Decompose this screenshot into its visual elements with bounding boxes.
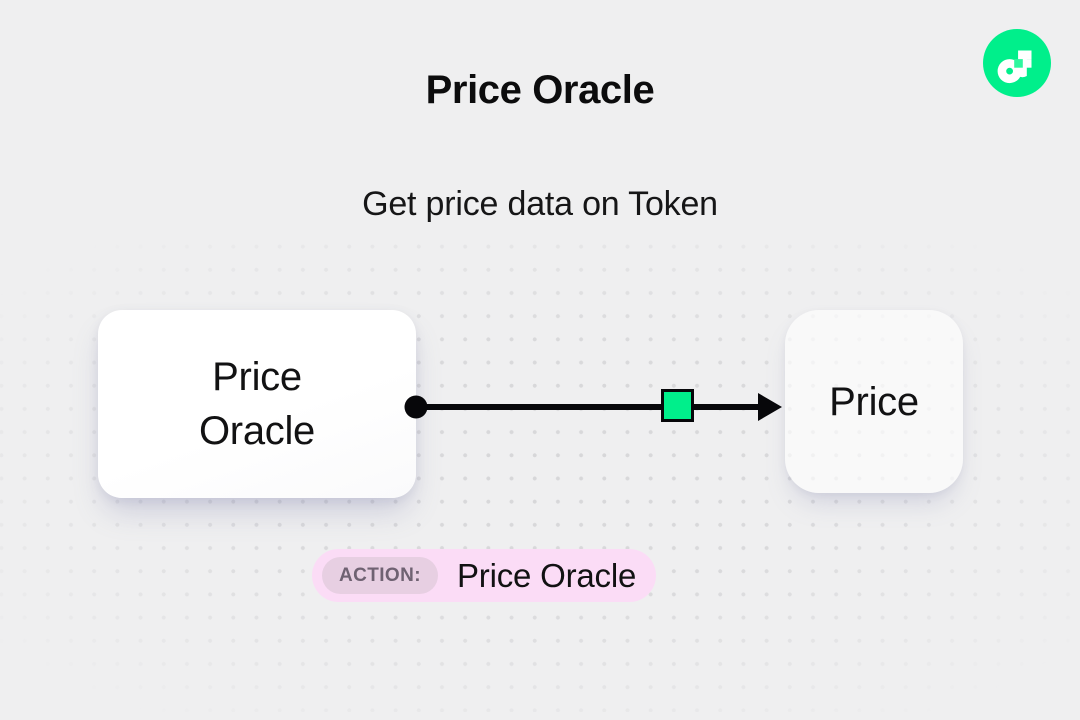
action-badge[interactable]: ACTION: Price Oracle bbox=[312, 549, 657, 602]
edge-connector[interactable] bbox=[390, 370, 800, 446]
node-price-oracle[interactable]: Price Oracle bbox=[98, 310, 416, 498]
edge-start-dot bbox=[404, 395, 428, 419]
flow-logo-icon bbox=[983, 29, 1051, 97]
edge-marker-square[interactable] bbox=[661, 389, 694, 422]
node-price-label: Price bbox=[829, 379, 919, 424]
action-chip: ACTION: bbox=[322, 557, 438, 594]
action-chip-label: ACTION: bbox=[339, 565, 421, 586]
page-title: Price Oracle bbox=[425, 68, 655, 112]
node-price-oracle-label: Price Oracle bbox=[198, 355, 315, 453]
page-subtitle: Get price data on Token bbox=[362, 185, 718, 223]
action-value: Price Oracle bbox=[456, 556, 637, 594]
node-price[interactable]: Price bbox=[785, 310, 963, 493]
edge-arrowhead-icon bbox=[758, 393, 782, 421]
